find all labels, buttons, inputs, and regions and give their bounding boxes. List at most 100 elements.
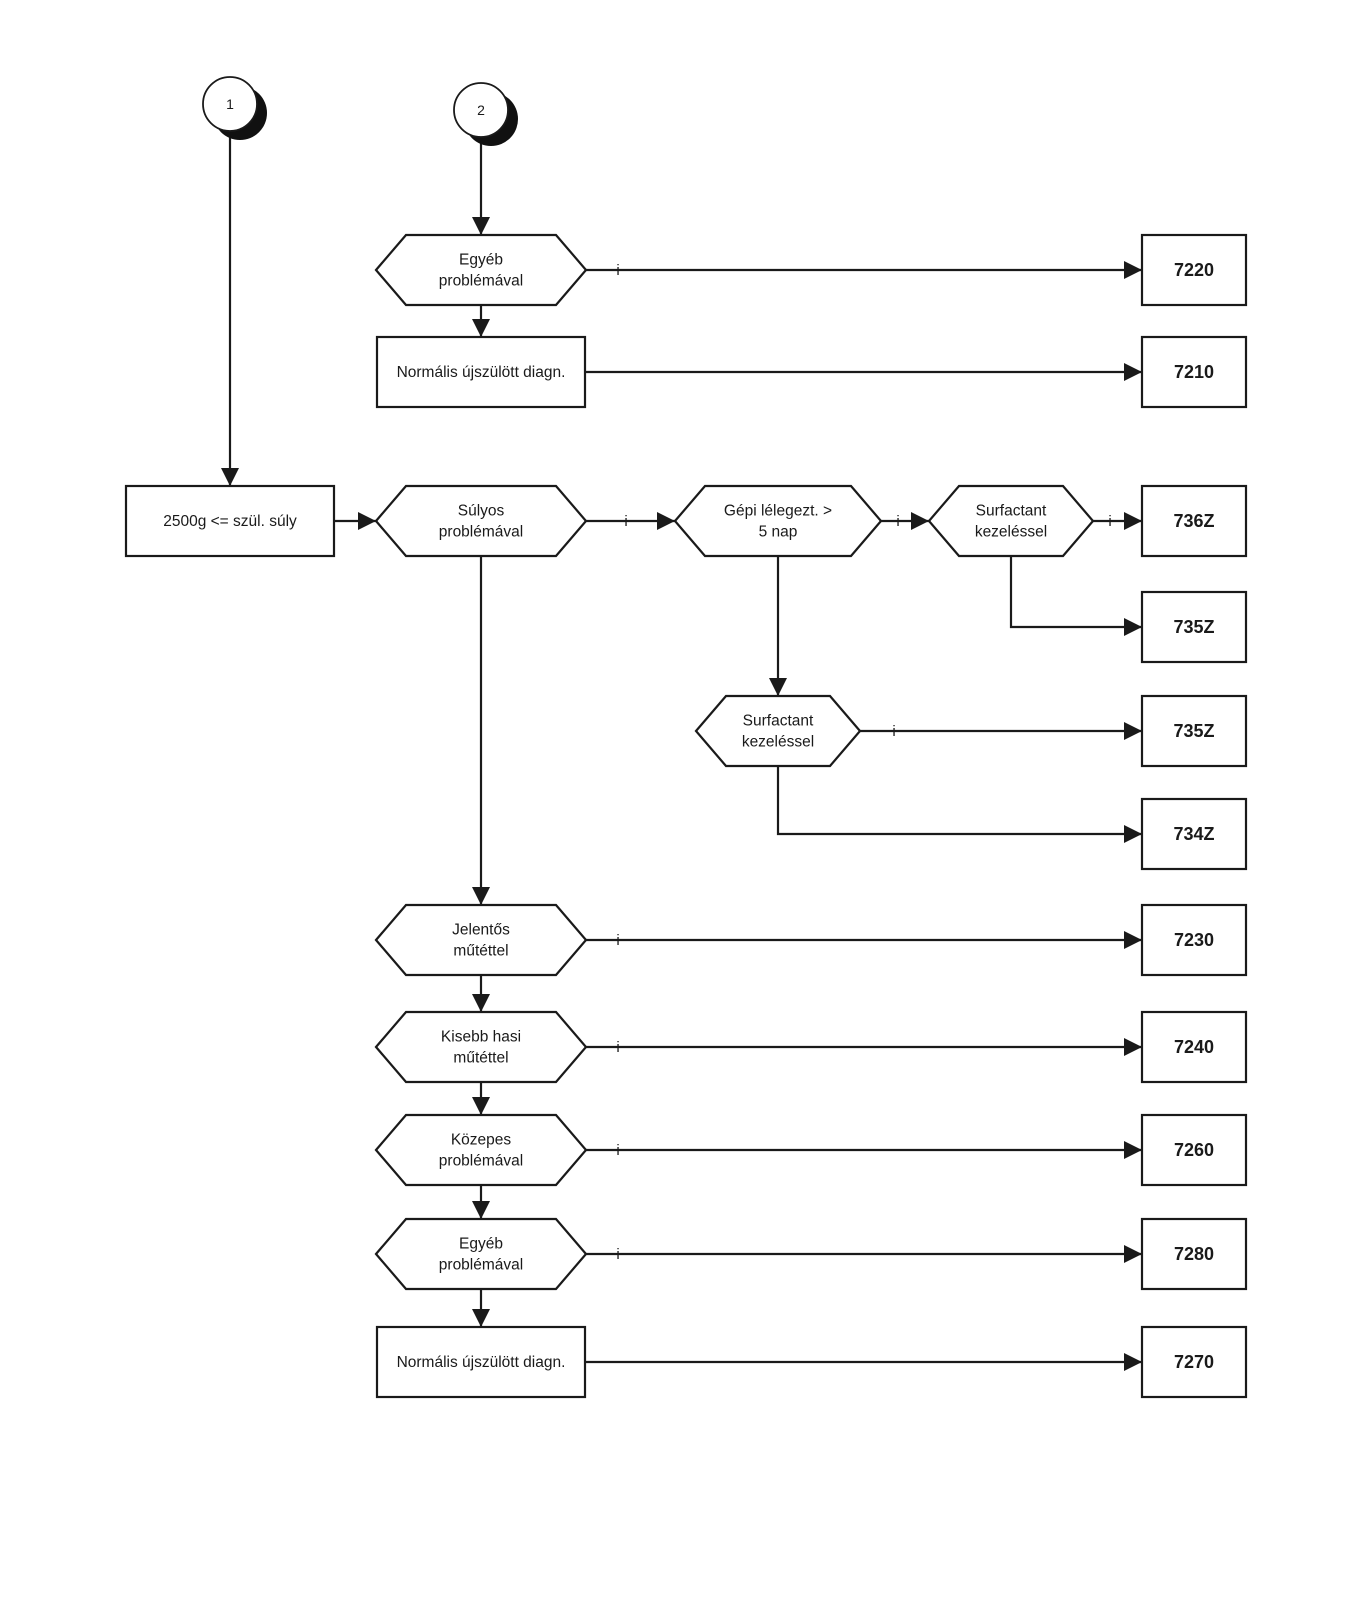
edge-c1-to-weight — [221, 131, 239, 486]
node-label-line: Közepes — [451, 1132, 512, 1149]
node-label-line: Normális újszülött diagn. — [397, 364, 566, 381]
edge-jelentos-to-7230 — [586, 931, 1142, 949]
decision-shape — [374, 233, 588, 307]
code-label: 735Z — [1173, 721, 1214, 741]
connector-label: 2 — [477, 102, 485, 118]
edge-surf-a-to-736z — [1093, 512, 1142, 530]
node-label-line: Normális újszülött diagn. — [397, 1354, 566, 1371]
node-label-line: Surfactant — [743, 713, 814, 730]
decision-shape — [374, 1217, 588, 1291]
edge-label-yes: i — [896, 513, 899, 530]
edge-layer — [221, 131, 1142, 1371]
node-n-norm-top: Normális újszülött diagn. — [375, 335, 587, 409]
edge-surf-b-to-734z — [776, 766, 1142, 843]
code-box-7280: 7280 — [1140, 1217, 1248, 1291]
edge-egyeb-top-to-7220-arrowhead — [1124, 261, 1142, 279]
node-n-surf-b: Surfactant kezeléssel — [694, 694, 862, 768]
edge-label-yes: i — [616, 1246, 619, 1263]
edge-c2-to-egyeb — [472, 137, 490, 235]
edge-kisebb-to-7240-arrowhead — [1124, 1038, 1142, 1056]
node-label-line: problémával — [439, 1153, 523, 1170]
edge-label-yes: i — [616, 1142, 619, 1159]
edge-surf-b-to-734z-arrowhead — [1124, 825, 1142, 843]
node-label-line: problémával — [439, 524, 523, 541]
edge-egyeb-top-to-norm — [472, 305, 490, 337]
node-label-line: problémával — [439, 273, 523, 290]
edge-norm-top-to-7210-arrowhead — [1124, 363, 1142, 381]
decision-shape — [374, 484, 588, 558]
edge-kozepes-to-7260-arrowhead — [1124, 1141, 1142, 1159]
edge-kisebb-to-kozepes — [472, 1082, 490, 1115]
edge-weight-to-sulyos-arrowhead — [358, 512, 376, 530]
edge-sulyos-to-gepi — [586, 512, 675, 530]
node-label-line: Kisebb hasi — [441, 1029, 521, 1046]
decision-shape — [374, 1010, 588, 1084]
decision-shape — [374, 1113, 588, 1187]
code-box-735z: 735Z — [1140, 694, 1248, 768]
process-shape — [124, 484, 336, 558]
code-box-7260: 7260 — [1140, 1113, 1248, 1187]
code-box-7270: 7270 — [1140, 1325, 1248, 1399]
connector-2: 2 — [453, 82, 518, 146]
edge-gepi-to-surf-b-arrowhead — [769, 678, 787, 696]
edge-norm-top-to-7210 — [585, 363, 1142, 381]
connector-circle — [453, 82, 509, 138]
code-box-7240: 7240 — [1140, 1010, 1248, 1084]
edge-surf-b-to-734z-line — [776, 766, 1142, 836]
edge-sulyos-to-jelentos — [472, 556, 490, 905]
connector-label: 1 — [226, 96, 234, 112]
edge-kisebb-to-kozepes-arrowhead — [472, 1097, 490, 1115]
edge-surf-b-to-735z-arrowhead — [1124, 722, 1142, 740]
node-n-norm-bot: Normális újszülött diagn. — [375, 1325, 587, 1399]
edge-kozepes-to-egyeb-bot — [472, 1185, 490, 1219]
edge-egyeb-bot-to-norm-arrowhead — [472, 1309, 490, 1327]
node-label-line: 5 nap — [759, 524, 798, 541]
node-label-line: kezeléssel — [742, 734, 814, 751]
edge-kozepes-to-7260 — [586, 1141, 1142, 1159]
code-box-shape — [1140, 590, 1248, 664]
edge-egyeb-bot-to-7280-arrowhead — [1124, 1245, 1142, 1263]
node-label-line: Gépi lélegezt. > — [724, 503, 832, 520]
edge-surf-a-to-736z-arrowhead — [1124, 512, 1142, 530]
code-label: 7240 — [1174, 1037, 1214, 1057]
decision-shape — [694, 694, 862, 768]
node-n-egyeb-top: Egyéb problémával — [374, 233, 588, 307]
node-n-sulyos: Súlyos problémával — [374, 484, 588, 558]
edge-label-yes: i — [624, 513, 627, 530]
edge-weight-to-sulyos — [334, 512, 376, 530]
code-box-shape — [1140, 484, 1248, 558]
edge-gepi-to-surf-a-arrowhead — [911, 512, 929, 530]
edge-egyeb-top-to-7220 — [586, 261, 1142, 279]
edge-surf-a-to-735z-line — [1009, 556, 1142, 629]
edge-gepi-to-surf-a — [881, 512, 929, 530]
edge-label-yes: i — [892, 723, 895, 740]
code-box-shape — [1140, 1010, 1248, 1084]
code-label: 7220 — [1174, 260, 1214, 280]
node-label-line: Egyéb — [459, 1236, 503, 1253]
process-shape — [375, 335, 587, 409]
node-label-line: kezeléssel — [975, 524, 1047, 541]
code-label: 735Z — [1173, 617, 1214, 637]
node-label-line: műtéttel — [453, 943, 508, 960]
decision-shape — [374, 903, 588, 977]
code-box-7210: 7210 — [1140, 335, 1248, 409]
node-n-weight: 2500g <= szül. súly — [124, 484, 336, 558]
code-box-shape — [1140, 1113, 1248, 1187]
edge-sulyos-to-gepi-arrowhead — [657, 512, 675, 530]
node-label-line: 2500g <= szül. súly — [163, 513, 297, 530]
code-box-7230: 7230 — [1140, 903, 1248, 977]
code-label: 7280 — [1174, 1244, 1214, 1264]
node-label-line: Surfactant — [976, 503, 1047, 520]
code-label: 7270 — [1174, 1352, 1214, 1372]
edge-surf-b-to-735z — [860, 722, 1142, 740]
edge-jelentos-to-7230-arrowhead — [1124, 931, 1142, 949]
code-box-shape — [1140, 797, 1248, 871]
edge-surf-a-to-735z-arrowhead — [1124, 618, 1142, 636]
node-label-line: Egyéb — [459, 252, 503, 269]
decision-shape — [673, 484, 883, 558]
node-label-line: műtéttel — [453, 1050, 508, 1067]
node-label-line: Súlyos — [458, 503, 505, 520]
edge-label-yes: i — [616, 262, 619, 279]
